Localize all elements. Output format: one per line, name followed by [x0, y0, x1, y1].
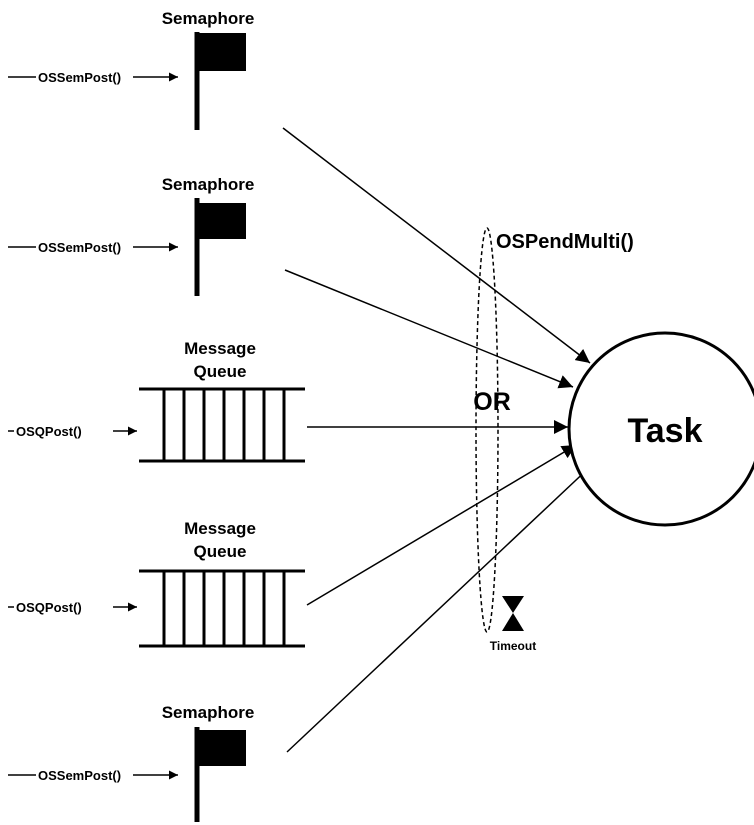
flag-icon	[194, 727, 246, 822]
queue-2-title-line2: Queue	[194, 542, 247, 561]
connector-2	[284, 269, 574, 389]
post-label-4: OSQPost()	[16, 600, 82, 615]
semaphore-3: Semaphore	[162, 703, 255, 822]
post-label-3: OSQPost()	[16, 424, 82, 439]
task-circle	[567, 331, 754, 527]
connector-5	[286, 464, 593, 753]
post-label-5: OSSemPost()	[38, 768, 121, 783]
post-arrow-3: OSQPost()	[8, 424, 137, 439]
connectors	[282, 127, 593, 753]
or-ellipse	[475, 227, 499, 633]
post-label-1: OSSemPost()	[38, 70, 121, 85]
queue-icon	[139, 387, 305, 463]
connector-1	[282, 127, 591, 364]
hourglass-icon	[502, 596, 524, 631]
post-arrow-5: OSSemPost()	[8, 768, 178, 783]
semaphore-1: Semaphore	[162, 9, 255, 130]
queue-1-title-line2: Queue	[194, 362, 247, 381]
post-arrow-2: OSSemPost()	[8, 240, 178, 255]
post-label-2: OSSemPost()	[38, 240, 121, 255]
semaphore-1-title: Semaphore	[162, 9, 255, 28]
or-label: OR	[473, 388, 511, 416]
task-label: Task	[628, 412, 703, 450]
pend-multi-label: OSPendMulti()	[496, 231, 634, 253]
message-queue-1: Message Queue	[139, 339, 305, 463]
message-queue-2: Message Queue	[139, 519, 305, 648]
queue-1-title-line1: Message	[184, 339, 256, 358]
post-arrow-1: OSSemPost()	[8, 70, 178, 85]
flag-icon	[194, 198, 246, 296]
connector-4	[306, 444, 577, 606]
semaphore-2-title: Semaphore	[162, 175, 255, 194]
queue-icon	[139, 569, 305, 648]
queue-2-title-line1: Message	[184, 519, 256, 538]
post-arrow-4: OSQPost()	[8, 600, 137, 615]
flag-icon	[194, 32, 246, 130]
semaphore-3-title: Semaphore	[162, 703, 255, 722]
timeout-label: Timeout	[490, 639, 536, 653]
semaphore-2: Semaphore	[162, 175, 255, 296]
